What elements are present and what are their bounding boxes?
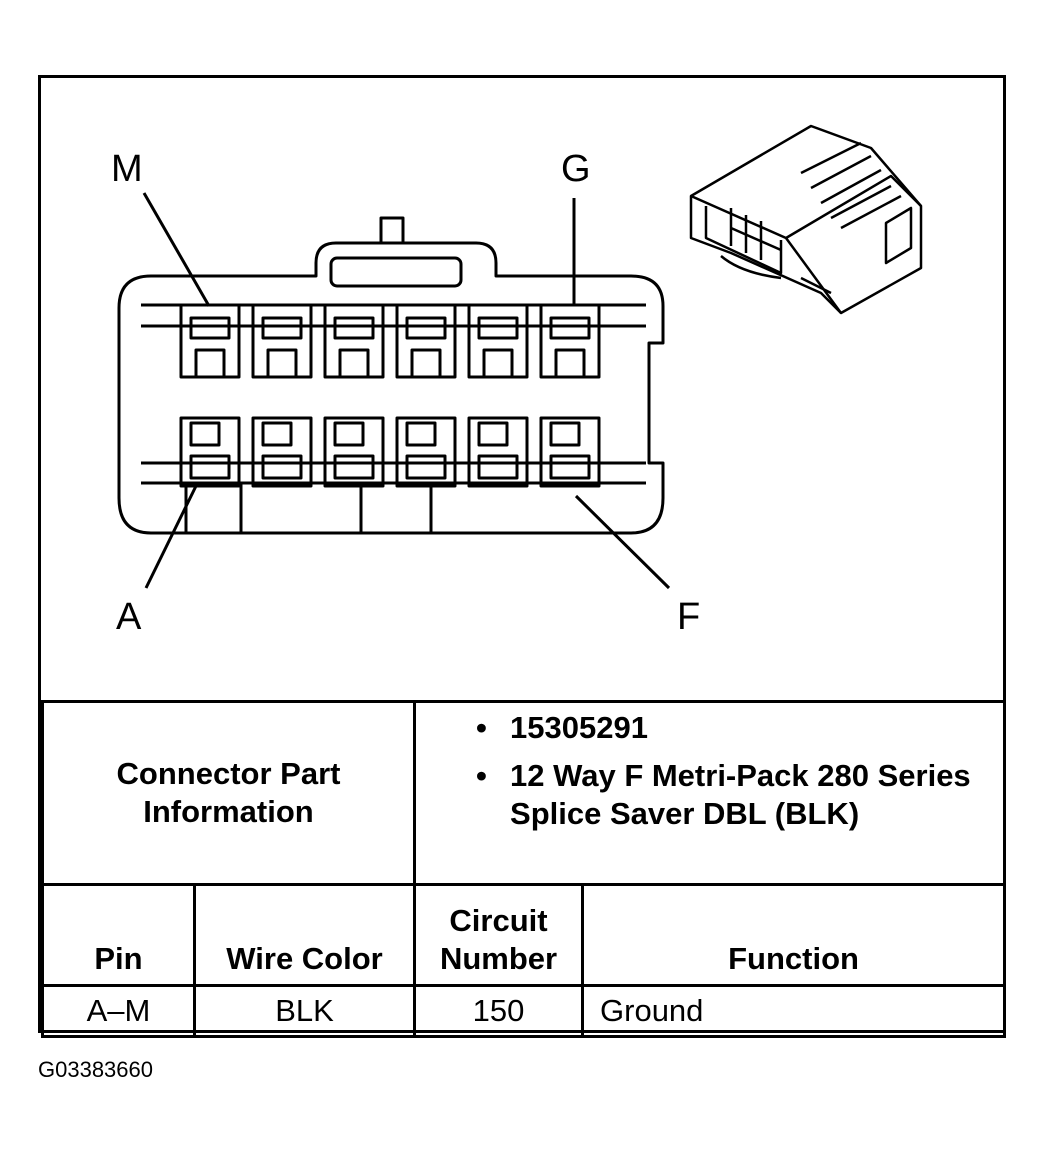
connector-latch xyxy=(379,216,405,245)
part-description-item: 12 Way F Metri-Pack 280 Series Splice Sa… xyxy=(476,757,1003,833)
leader-line-a xyxy=(144,485,198,589)
connector-diagram xyxy=(117,124,923,590)
latch-window xyxy=(329,256,463,288)
connector-3d-view xyxy=(689,124,923,315)
figure-id: G03383660 xyxy=(38,1057,153,1082)
cell-function: Ground xyxy=(581,984,1007,1038)
pin-label-a: A xyxy=(116,596,142,638)
diagram-frame: M G A F Connector Part Information 15305… xyxy=(38,75,1007,1038)
header-function: Function xyxy=(581,883,1007,987)
pin-label-f: F xyxy=(677,596,701,638)
cell-pin: A–M xyxy=(41,984,196,1038)
cell-wire-color: BLK xyxy=(192,984,417,1038)
part-info-list: 15305291 12 Way F Metri-Pack 280 Series … xyxy=(413,700,1007,886)
leader-line-f xyxy=(574,494,671,590)
cell-circuit-number: 150 xyxy=(413,984,585,1038)
connector-housing xyxy=(117,241,665,535)
connector-info-table: Connector Part Information 15305291 12 W… xyxy=(40,700,1007,1038)
header-pin: Pin xyxy=(41,883,196,987)
table-row: A–M BLK 150 Ground xyxy=(41,984,1007,1038)
pin-label-g: G xyxy=(561,148,591,190)
leader-line-m xyxy=(142,192,211,307)
part-number-item: 15305291 xyxy=(476,709,1003,747)
connector-part-info-label: Connector Part Information xyxy=(40,700,417,886)
header-circuit-number: Circuit Number xyxy=(413,883,585,987)
pin-label-m: M xyxy=(111,148,143,190)
header-wire-color: Wire Color xyxy=(192,883,417,987)
